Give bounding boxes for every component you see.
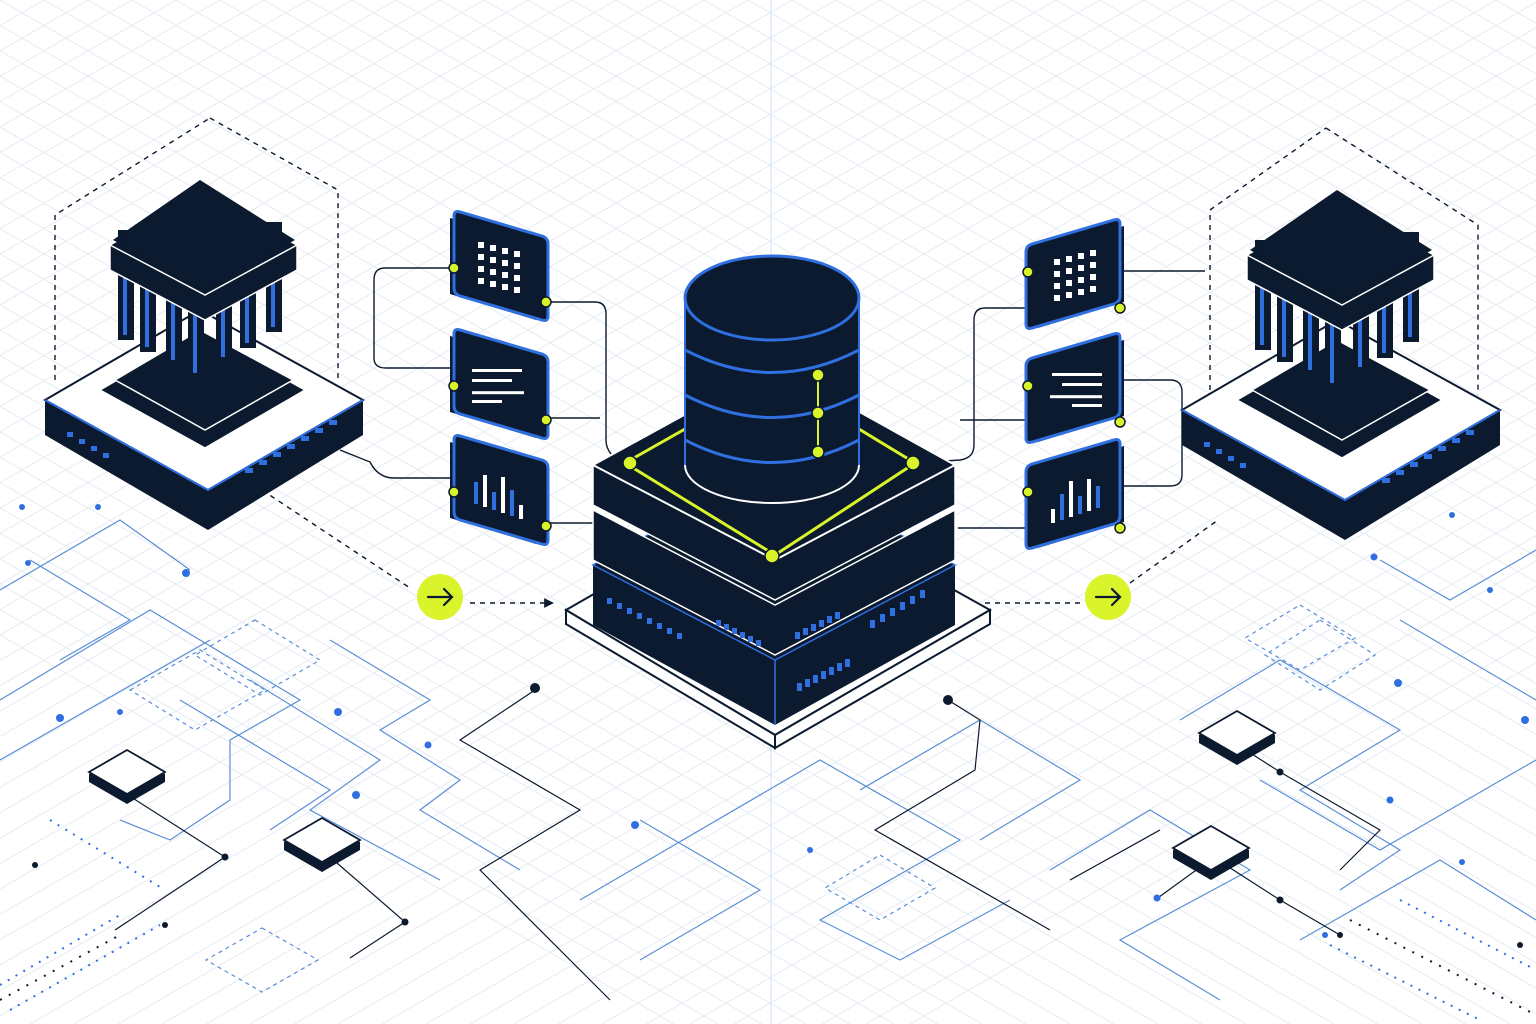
circuit-chip <box>1197 709 1277 765</box>
right-flow-arrow[interactable] <box>1085 574 1131 620</box>
text-document-icon <box>1050 373 1102 407</box>
left-boundary <box>54 117 339 380</box>
arrow-right-icon <box>426 587 454 607</box>
database-cylinder-icon <box>683 254 861 504</box>
circuit-traces <box>0 504 1536 1021</box>
bar-chart-icon <box>474 475 523 519</box>
circuit-chip <box>282 816 362 872</box>
data-card[interactable] <box>1022 218 1126 330</box>
right-data-cards <box>1022 218 1126 550</box>
security-boundaries <box>54 117 1479 400</box>
left-flow-arrow[interactable] <box>417 574 463 620</box>
bar-chart-icon <box>1051 479 1100 523</box>
data-card[interactable] <box>448 328 552 440</box>
grid-table-icon <box>478 242 520 293</box>
arrow-right-icon <box>1094 587 1122 607</box>
right-boundary <box>1209 127 1479 400</box>
bank-building-icon <box>42 180 366 530</box>
text-document-icon <box>472 369 524 403</box>
bank-building-icon <box>1179 190 1503 540</box>
circuit-chip <box>87 748 167 804</box>
left-data-cards <box>448 210 552 546</box>
right-institution[interactable] <box>1179 190 1503 540</box>
data-card[interactable] <box>1022 438 1126 550</box>
data-card[interactable] <box>448 210 552 322</box>
flow-lines <box>261 489 1219 608</box>
central-database[interactable] <box>564 254 993 750</box>
circuit-chip <box>1171 824 1251 880</box>
grid-table-icon <box>1054 250 1096 301</box>
data-card[interactable] <box>1022 332 1126 444</box>
left-institution[interactable] <box>42 180 366 530</box>
circuit-chips <box>87 709 1277 880</box>
data-card[interactable] <box>448 434 552 546</box>
